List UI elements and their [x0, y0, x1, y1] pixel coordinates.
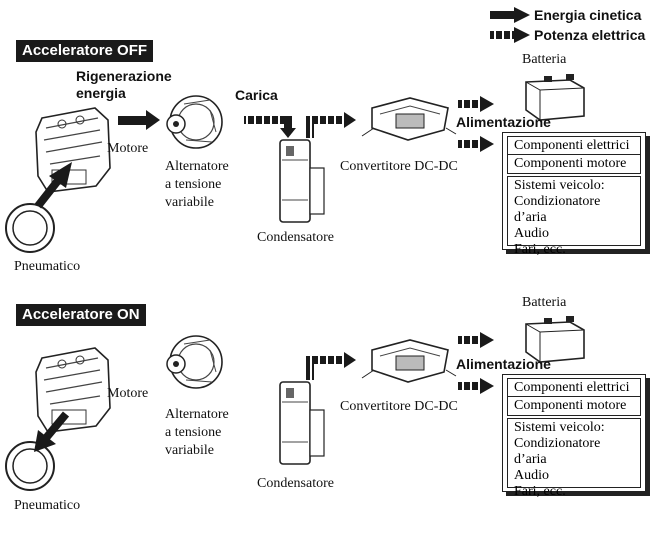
capacitor-icon	[279, 381, 325, 465]
accelerator-off-tag: Acceleratore OFF	[16, 40, 154, 62]
alternator-icon	[166, 95, 223, 149]
load-engine-parts: Componenti motore	[507, 154, 641, 174]
tire-label: Pneumatico	[14, 498, 81, 513]
load-electrical: Componenti elettrici	[507, 378, 641, 398]
engine-label: Motore	[107, 141, 149, 156]
regen-label-line2: energia	[76, 85, 126, 101]
alternator-label-1: Alternatore	[165, 407, 229, 422]
alternator-label-2: a tensione	[165, 177, 222, 192]
loads-panel: Componenti elettrici Componenti motore S…	[502, 132, 646, 257]
vehicle-systems-audio: Audio	[514, 468, 549, 483]
vehicle-systems-box: Sistemi veicolo: Condizionatore d’aria A…	[507, 176, 641, 257]
engine-to-tire-arrow	[34, 411, 70, 452]
vehicle-systems-ac: Condizionatore d’aria	[514, 194, 601, 225]
supply-label: Alimentazione	[456, 356, 551, 372]
load-electrical: Componenti elettrici	[507, 136, 641, 156]
tire-icon	[5, 441, 55, 491]
engine-icon	[35, 107, 111, 193]
supply-label: Alimentazione	[456, 114, 551, 130]
converter-to-battery-arrow	[458, 332, 494, 348]
battery-icon	[525, 316, 585, 363]
alternator-to-capacitor-arrow	[244, 116, 296, 138]
alternator-label-3: variabile	[165, 195, 214, 210]
capacitor-label: Condensatore	[257, 476, 334, 491]
dcdc-converter-icon	[361, 339, 457, 383]
vehicle-systems-ac: Condizionatore d’aria	[514, 436, 601, 467]
accelerator-on-tag: Acceleratore ON	[16, 304, 146, 326]
engine-icon	[35, 347, 111, 433]
tire-label: Pneumatico	[14, 259, 81, 274]
capacitor-icon	[279, 139, 325, 223]
vehicle-systems-lights: Fari, ecc.	[514, 484, 566, 499]
converter-to-battery-arrow	[458, 96, 494, 112]
alternator-label-2: a tensione	[165, 425, 222, 440]
loads-panel: Componenti elettrici Componenti motore S…	[502, 374, 646, 499]
alternator-label-1: Alternatore	[165, 159, 229, 174]
legend-kinetic-label: Energia cinetica	[534, 7, 642, 23]
converter-label: Convertitore DC-DC	[340, 399, 458, 414]
legend-electric-label: Potenza elettrica	[534, 27, 646, 43]
vehicle-systems-title: Sistemi veicolo:	[514, 420, 605, 435]
charge-label: Carica	[235, 87, 278, 103]
load-engine-parts: Componenti motore	[507, 396, 641, 416]
converter-to-loads-arrow	[458, 136, 494, 152]
alternator-icon	[166, 335, 223, 389]
tire-to-engine-arrow	[34, 162, 72, 209]
engine-label: Motore	[107, 386, 149, 401]
vehicle-systems-lights: Fari, ecc.	[514, 242, 566, 257]
vehicle-systems-audio: Audio	[514, 226, 549, 241]
regen-label-line1: Rigenerazione	[76, 68, 172, 84]
capacitor-label: Condensatore	[257, 230, 334, 245]
legend-electric-arrow	[490, 27, 530, 43]
legend-kinetic-arrow	[490, 7, 530, 23]
tire-icon	[5, 203, 55, 253]
converter-label: Convertitore DC-DC	[340, 159, 458, 174]
capacitor-to-converter-arrow	[306, 112, 356, 138]
alternator-label-3: variabile	[165, 443, 214, 458]
engine-to-alternator-arrow	[118, 110, 160, 130]
vehicle-systems-box: Sistemi veicolo: Condizionatore d’aria A…	[507, 418, 641, 499]
converter-to-loads-arrow	[458, 378, 494, 394]
battery-icon	[525, 74, 585, 121]
battery-label: Batteria	[522, 52, 567, 67]
dcdc-converter-icon	[361, 97, 457, 141]
battery-label: Batteria	[522, 295, 567, 310]
vehicle-systems-title: Sistemi veicolo:	[514, 178, 605, 193]
capacitor-to-converter-arrow	[306, 352, 356, 380]
